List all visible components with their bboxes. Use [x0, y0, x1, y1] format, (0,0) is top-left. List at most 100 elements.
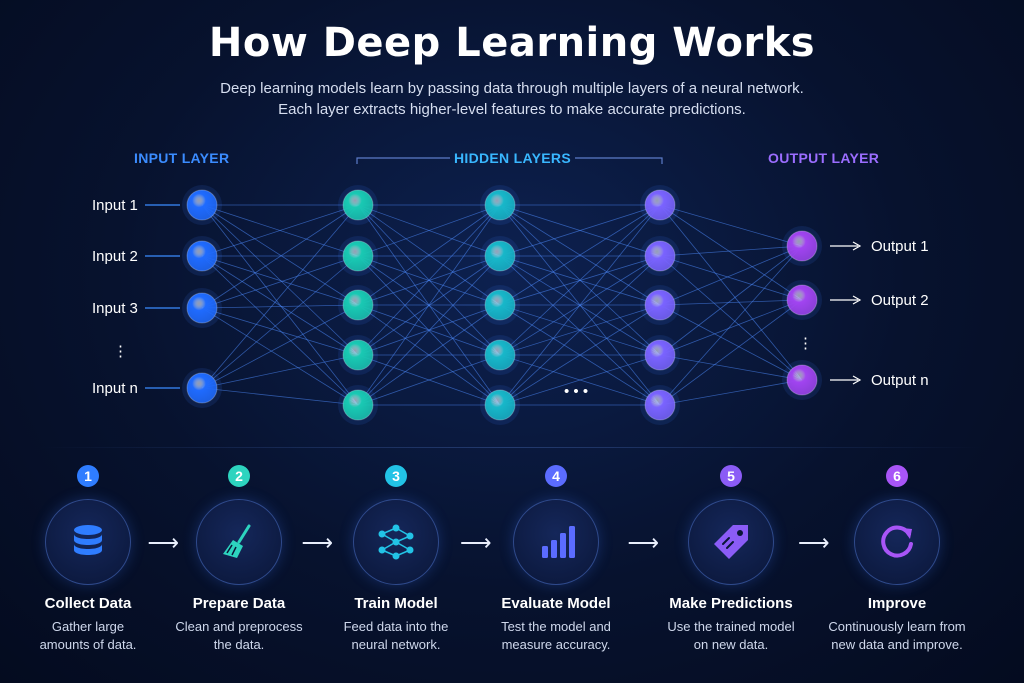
output-label: Output 1: [871, 238, 929, 255]
network-edge: [201, 204, 359, 257]
network-edge: [659, 204, 803, 247]
step-desc-line-1: Gather large: [51, 619, 125, 634]
output-label: Output n: [871, 372, 929, 389]
step-number-badge: 3: [385, 465, 407, 487]
output-layer-label: OUTPUT LAYER: [768, 150, 880, 166]
network-edge: [659, 354, 803, 381]
network-edge: [659, 204, 803, 381]
page-title: How Deep Learning Works: [208, 20, 816, 66]
hidden2-node: [484, 289, 516, 321]
input-node: [186, 240, 218, 272]
output-arrowhead: [852, 295, 862, 305]
subtitle-line-2: Each layer extracts higher-level feature…: [278, 101, 746, 118]
network-edge: [659, 255, 803, 301]
step-arrow: ⟶: [301, 530, 334, 555]
step-title: Make Predictions: [669, 595, 793, 612]
network-edge: [659, 245, 803, 406]
refresh-icon: [881, 525, 913, 558]
hidden-layers-ellipsis: • • •: [564, 383, 588, 400]
input-layer-label: INPUT LAYER: [134, 150, 230, 166]
network-edge: [499, 204, 661, 306]
step-description: Test the model and measure accuracy.: [471, 618, 641, 654]
network-edges: [201, 204, 803, 406]
step-arrow: ⟶: [460, 530, 492, 555]
network-edge: [357, 304, 501, 406]
network-edge: [659, 299, 803, 356]
step-desc-line-1: Continuously learn from: [828, 619, 966, 634]
hidden1-node: [342, 189, 374, 221]
network-edge: [201, 255, 359, 406]
step-title: Improve: [867, 595, 927, 612]
step-desc-line-1: Feed data into the: [343, 619, 449, 634]
subtitle-line-1: Deep learning models learn by passing da…: [220, 80, 804, 97]
step-icon-circle: [513, 499, 599, 585]
step-desc-line-2: neural network.: [351, 637, 441, 652]
network-edge: [201, 255, 359, 356]
network-edge: [499, 204, 661, 356]
step-desc-line-2: measure accuracy.: [501, 637, 611, 652]
step-icon-circle: [196, 499, 282, 585]
step-icon-circle: [353, 499, 439, 585]
output-node: [786, 364, 818, 396]
network-edge: [659, 204, 803, 301]
network-edge: [201, 304, 359, 309]
network-edge: [357, 255, 501, 406]
hidden1-node: [342, 289, 374, 321]
network-edge: [499, 255, 661, 406]
network-edge: [201, 255, 359, 389]
step-desc-line-2: new data and improve.: [831, 637, 963, 652]
step-number-badge: 4: [545, 465, 567, 487]
network-edge: [201, 304, 359, 389]
network-edge: [499, 204, 661, 406]
input-node: [186, 372, 218, 404]
hidden3-node: [644, 189, 676, 221]
output-label: Output 2: [871, 292, 929, 309]
input-node: [186, 292, 218, 324]
step-arrow: ⟶: [627, 530, 660, 555]
bar-chart-icon: [542, 526, 575, 558]
hidden3-node: [644, 240, 676, 272]
hidden3-node: [644, 289, 676, 321]
step-desc-line-1: Test the model and: [501, 619, 611, 634]
input-label: Input 2: [92, 248, 138, 265]
step-desc-line-1: Clean and preprocess: [175, 619, 303, 634]
step-icon-circle: [854, 499, 940, 585]
step-number-badge: 2: [228, 465, 250, 487]
output-node: [786, 284, 818, 316]
step-description: Feed data into the neural network.: [311, 618, 481, 654]
network-edge: [201, 307, 359, 406]
step-title: Evaluate Model: [501, 595, 611, 612]
hidden2-node: [484, 389, 516, 421]
network-edge: [201, 387, 359, 406]
network-edge: [659, 379, 803, 406]
hidden-layers-label: HIDDEN LAYERS: [454, 150, 571, 166]
output-node: [786, 230, 818, 262]
hidden1-node: [342, 389, 374, 421]
step-desc-line-2: the data.: [213, 637, 265, 652]
step-icon-circle: [45, 499, 131, 585]
network-edge: [201, 204, 359, 356]
network-edge: [659, 245, 803, 306]
network-edge: [659, 245, 803, 257]
step-icon-circle: [688, 499, 774, 585]
network-icon: [378, 524, 414, 560]
broom-icon: [223, 524, 251, 558]
output-arrowhead: [852, 375, 862, 385]
step-number-badge: 5: [720, 465, 742, 487]
network-edge: [357, 204, 501, 356]
network-edge: [201, 204, 359, 309]
step-number-badge: 6: [886, 465, 908, 487]
network-edge: [201, 255, 359, 309]
input-node: [186, 189, 218, 221]
hidden2-node: [484, 189, 516, 221]
hidden1-node: [342, 339, 374, 371]
section-divider: [40, 447, 984, 448]
step-description: Clean and preprocess the data.: [154, 618, 324, 654]
